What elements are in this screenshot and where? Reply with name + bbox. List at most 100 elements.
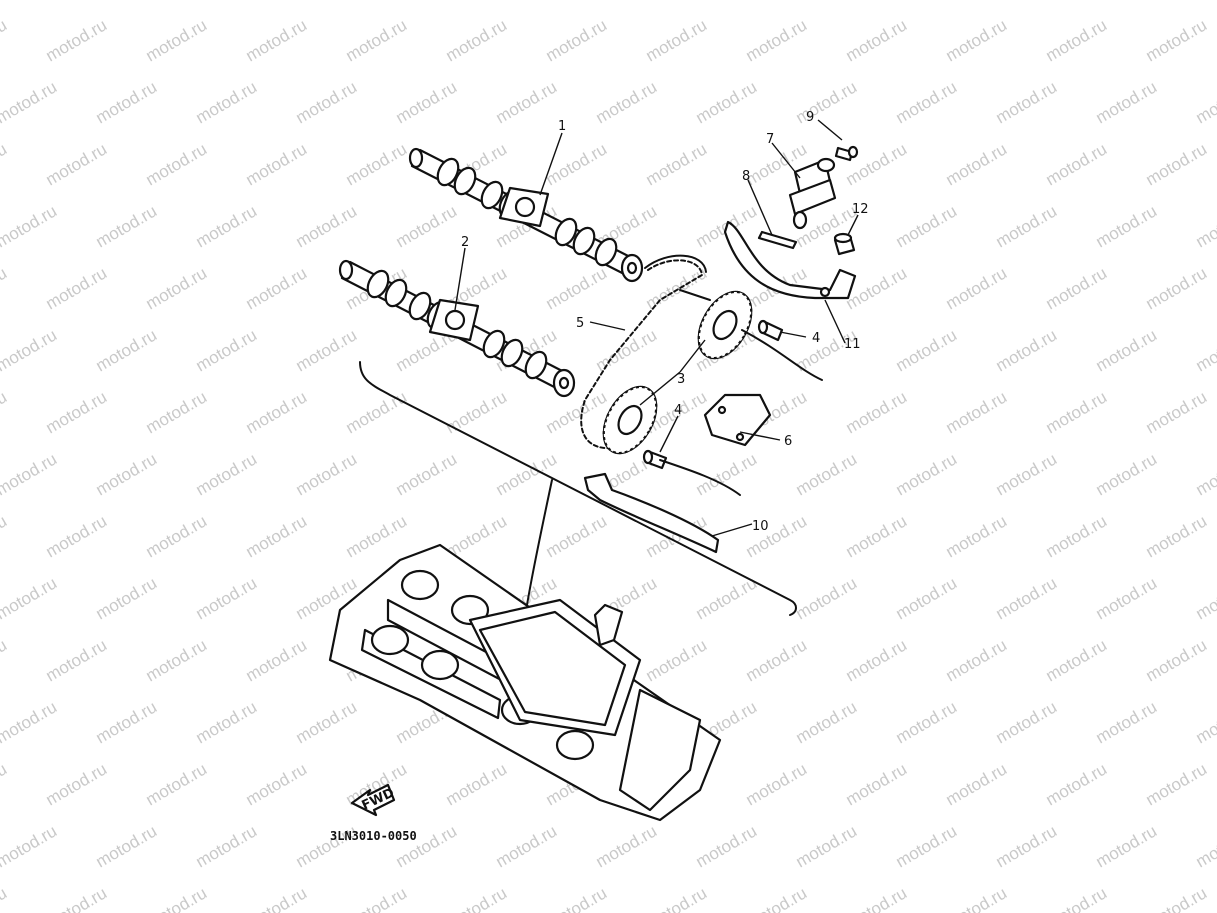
watermark-text: motod.ru: [43, 263, 111, 313]
watermark-text: motod.ru: [543, 263, 611, 313]
watermark-text: motod.ru: [443, 759, 511, 809]
watermark-text: motod.ru: [1193, 0, 1217, 3]
watermark-text: motod.ru: [843, 387, 911, 437]
watermark-text: motod.ru: [1093, 449, 1161, 499]
watermark-text: motod.ru: [843, 511, 911, 561]
watermark-text: motod.ru: [93, 449, 161, 499]
watermark-text: motod.ru: [743, 635, 811, 685]
watermark-text: motod.ru: [693, 573, 761, 623]
callout-9: 9: [806, 110, 814, 125]
watermark-text: motod.ru: [293, 201, 361, 251]
watermark-text: motod.ru: [93, 573, 161, 623]
leader-lines: [454, 119, 859, 537]
watermark-text: motod.ru: [993, 449, 1061, 499]
watermark-text: motod.ru: [893, 821, 961, 871]
watermark-text: motod.ru: [143, 263, 211, 313]
watermark-text: motod.ru: [243, 139, 311, 189]
watermark-text: motod.ru: [93, 0, 161, 3]
watermark-text: motod.ru: [443, 883, 511, 913]
watermark-text: motod.ru: [243, 511, 311, 561]
camshaft-1: [408, 147, 644, 283]
watermark-text: motod.ru: [543, 387, 611, 437]
watermark-text: motod.ru: [0, 77, 60, 127]
watermark-text: motod.ru: [843, 883, 911, 913]
watermark-text: motod.ru: [43, 883, 111, 913]
watermark-text: motod.ru: [1043, 387, 1111, 437]
watermark-text: motod.ru: [43, 139, 111, 189]
watermark-text: motod.ru: [0, 263, 10, 313]
watermark-text: motod.ru: [643, 883, 711, 913]
chain-guide-11: [723, 220, 857, 300]
cam-chain-5: [580, 254, 707, 450]
chain-guide-10: [583, 472, 720, 554]
watermark-text: motod.ru: [743, 759, 811, 809]
watermark-text: motod.ru: [0, 511, 10, 561]
callout-5: 5: [576, 316, 584, 331]
cam-sprocket-upper: [697, 290, 753, 360]
watermark-text: motod.ru: [943, 387, 1011, 437]
watermark-text: motod.ru: [493, 821, 561, 871]
watermark-text: motod.ru: [343, 139, 411, 189]
watermark-text: motod.ru: [0, 387, 10, 437]
watermark-text: motod.ru: [693, 0, 761, 3]
watermark-text: motod.ru: [943, 263, 1011, 313]
watermark-text: motod.ru: [243, 263, 311, 313]
chain-guide-6: [703, 393, 772, 447]
watermark-text: motod.ru: [1093, 697, 1161, 747]
watermark-text: motod.ru: [0, 449, 60, 499]
watermark-text: motod.ru: [593, 0, 661, 3]
watermark-text: motod.ru: [743, 15, 811, 65]
watermark-text: motod.ru: [1043, 511, 1111, 561]
watermark-text: motod.ru: [193, 449, 261, 499]
watermark-text: motod.ru: [193, 201, 261, 251]
watermark-text: motod.ru: [1143, 263, 1211, 313]
watermark-text: motod.ru: [1193, 697, 1217, 747]
watermark-text: motod.ru: [93, 821, 161, 871]
callout-1: 1: [558, 119, 566, 134]
watermark-text: motod.ru: [143, 387, 211, 437]
watermark-text: motod.ru: [993, 201, 1061, 251]
watermark-text: motod.ru: [1193, 325, 1217, 375]
watermark-text: motod.ru: [393, 0, 461, 3]
watermark-text: motod.ru: [793, 77, 861, 127]
watermark-text: motod.ru: [93, 201, 161, 251]
watermark-text: motod.ru: [243, 387, 311, 437]
watermark-text: motod.ru: [1093, 821, 1161, 871]
watermark-text: motod.ru: [1193, 821, 1217, 871]
watermark-text: motod.ru: [1193, 449, 1217, 499]
watermark-text: motod.ru: [793, 697, 861, 747]
watermark-text: motod.ru: [1093, 77, 1161, 127]
watermark-text: motod.ru: [43, 387, 111, 437]
watermark-text: motod.ru: [843, 759, 911, 809]
watermark-text: motod.ru: [1143, 635, 1211, 685]
watermark-text: motod.ru: [293, 77, 361, 127]
watermark-text: motod.ru: [343, 511, 411, 561]
watermark-text: motod.ru: [1093, 573, 1161, 623]
tensioner-bolt-9: [834, 145, 859, 162]
watermark-text: motod.ru: [0, 573, 60, 623]
watermark-text: motod.ru: [1143, 883, 1211, 913]
watermark-text: motod.ru: [793, 573, 861, 623]
watermark-text: motod.ru: [1043, 139, 1111, 189]
watermark-text: motod.ru: [993, 573, 1061, 623]
watermark-text: motod.ru: [43, 635, 111, 685]
watermark-text: motod.ru: [693, 77, 761, 127]
watermark-text: motod.ru: [793, 0, 861, 3]
watermark-text: motod.ru: [343, 883, 411, 913]
watermark-text: motod.ru: [243, 635, 311, 685]
watermark-text: motod.ru: [0, 0, 60, 3]
watermark-text: motod.ru: [543, 139, 611, 189]
watermark-text: motod.ru: [193, 573, 261, 623]
chain-tensioner-7: [788, 157, 837, 230]
watermark-text: motod.ru: [893, 0, 961, 3]
watermark-text: motod.ru: [943, 139, 1011, 189]
watermark-text: motod.ru: [393, 449, 461, 499]
watermark-text: motod.ru: [0, 325, 60, 375]
watermark-text: motod.ru: [593, 325, 661, 375]
watermark-text: motod.ru: [943, 15, 1011, 65]
watermark-text: motod.ru: [843, 635, 911, 685]
sprocket-bolt-lower: [642, 449, 668, 470]
watermark-text: motod.ru: [1093, 0, 1161, 3]
watermark-text: motod.ru: [243, 15, 311, 65]
camshaft-2: [338, 259, 576, 398]
